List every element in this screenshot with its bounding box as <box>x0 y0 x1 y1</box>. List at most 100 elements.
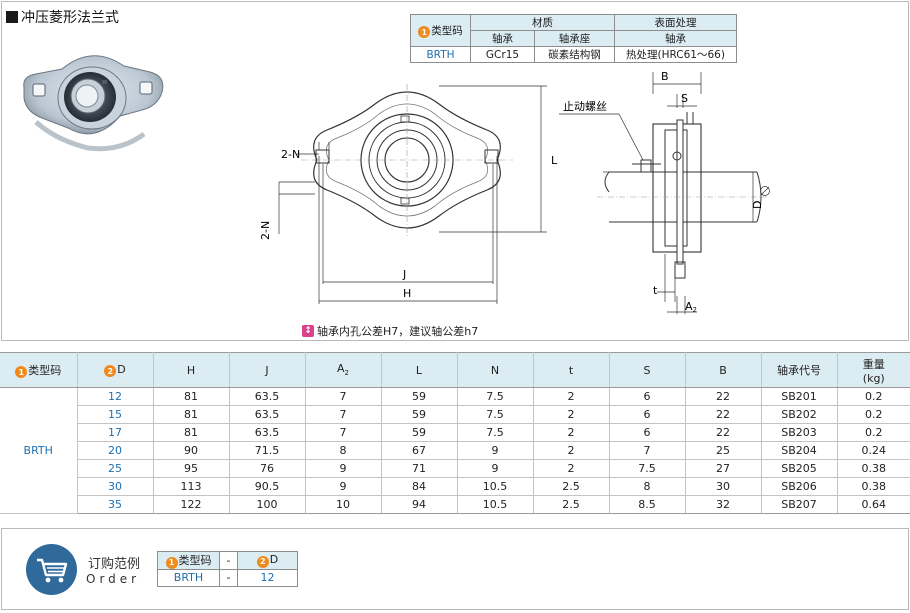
spec-header-l: L <box>381 352 458 388</box>
spec-header-j: J <box>229 352 306 388</box>
material-sub-surface-bearing: 轴承 <box>614 30 737 47</box>
spec-cell: 10.5 <box>457 495 534 514</box>
spec-cell: 9 <box>457 441 534 460</box>
spec-cell: 59 <box>381 405 458 424</box>
badge-two-icon: 2 <box>256 555 269 568</box>
badge-one-icon: 1 <box>165 556 178 569</box>
spec-header-a: A2 <box>305 352 382 388</box>
spec-cell: 0.2 <box>837 405 910 424</box>
spec-cell: 25 <box>77 459 154 478</box>
spec-cell: 10.5 <box>457 477 534 496</box>
spec-cell-type: BRTH <box>0 387 78 514</box>
badge-one-icon: 1 <box>418 26 431 39</box>
material-row-housing: 碳素结构钢 <box>534 46 615 63</box>
spec-cell: SB201 <box>761 387 838 406</box>
material-header-material: 材质 <box>470 14 615 31</box>
order-dash: - <box>219 568 238 587</box>
spec-cell: 35 <box>77 495 154 514</box>
order-title-en: Order <box>86 572 141 586</box>
spec-cell: 6 <box>609 387 686 406</box>
label-D: D <box>751 201 764 209</box>
spec-cell: 2.5 <box>533 495 610 514</box>
spec-cell: 7 <box>609 441 686 460</box>
spec-cell: 2 <box>533 423 610 442</box>
spec-cell: 76 <box>229 459 306 478</box>
spec-cell: 113 <box>153 477 230 496</box>
spec-cell: 81 <box>153 405 230 424</box>
spec-cell: 90 <box>153 441 230 460</box>
technical-drawing: 2-N 2-N L J H <box>259 70 770 314</box>
label-S: S <box>681 92 688 105</box>
info-icon: ↕ <box>302 325 314 337</box>
front-dimensions <box>278 85 547 304</box>
spec-header-n: N <box>457 352 534 388</box>
diameter-label: D <box>751 186 770 209</box>
spec-cell: 59 <box>381 423 458 442</box>
spec-header-weight: 重量(kg) <box>837 352 910 388</box>
label-A: A2 <box>685 300 697 314</box>
spec-cell: 10 <box>305 495 382 514</box>
spec-cell: SB207 <box>761 495 838 514</box>
label-t: t <box>653 284 658 297</box>
spec-cell: 27 <box>685 459 762 478</box>
spec-cell: SB206 <box>761 477 838 496</box>
spec-cell: 8 <box>305 441 382 460</box>
spec-cell: 22 <box>685 423 762 442</box>
spec-cell: 81 <box>153 423 230 442</box>
spec-cell: 0.38 <box>837 477 910 496</box>
spec-cell: 2.5 <box>533 477 610 496</box>
spec-cell: 81 <box>153 387 230 406</box>
label-J: J <box>402 268 406 281</box>
order-dash: - <box>219 551 238 570</box>
spec-cell: 84 <box>381 477 458 496</box>
spec-cell: 2 <box>533 441 610 460</box>
spec-cell: 32 <box>685 495 762 514</box>
page-title: 冲压菱形法兰式 <box>6 7 119 27</box>
badge-one-icon: 1 <box>15 366 28 379</box>
spec-cell: 7 <box>305 423 382 442</box>
material-row-bearing: GCr15 <box>470 46 535 63</box>
spec-cell: 95 <box>153 459 230 478</box>
page-title-text: 冲压菱形法兰式 <box>21 10 119 26</box>
spec-cell: 122 <box>153 495 230 514</box>
spec-cell: 7.5 <box>609 459 686 478</box>
side-dimensions <box>559 72 754 314</box>
spec-cell: 25 <box>685 441 762 460</box>
spec-cell: 0.38 <box>837 459 910 478</box>
spec-cell: 67 <box>381 441 458 460</box>
tolerance-note-text: 轴承内孔公差H7，建议轴公差h7 <box>317 325 479 338</box>
spec-cell: 22 <box>685 387 762 406</box>
spec-cell: 9 <box>305 459 382 478</box>
spec-cell: 71 <box>381 459 458 478</box>
spec-cell: 90.5 <box>229 477 306 496</box>
spec-cell: 63.5 <box>229 405 306 424</box>
tolerance-note: ↕ 轴承内孔公差H7，建议轴公差h7 <box>302 323 478 339</box>
material-row-type: BRTH <box>410 46 471 63</box>
spec-cell: 7.5 <box>457 387 534 406</box>
spec-cell: 30 <box>685 477 762 496</box>
product-photo <box>23 55 164 152</box>
spec-cell: 0.64 <box>837 495 910 514</box>
spec-cell: 71.5 <box>229 441 306 460</box>
material-sub-housing: 轴承座 <box>534 30 615 47</box>
spec-header-b: B <box>685 352 762 388</box>
front-view <box>301 84 513 236</box>
spec-cell: 2 <box>533 459 610 478</box>
spec-cell: SB204 <box>761 441 838 460</box>
spec-cell: 30 <box>77 477 154 496</box>
material-row-surface: 热处理(HRC61～66) <box>614 46 737 63</box>
label-set-screw: 止动螺丝 <box>563 100 607 113</box>
